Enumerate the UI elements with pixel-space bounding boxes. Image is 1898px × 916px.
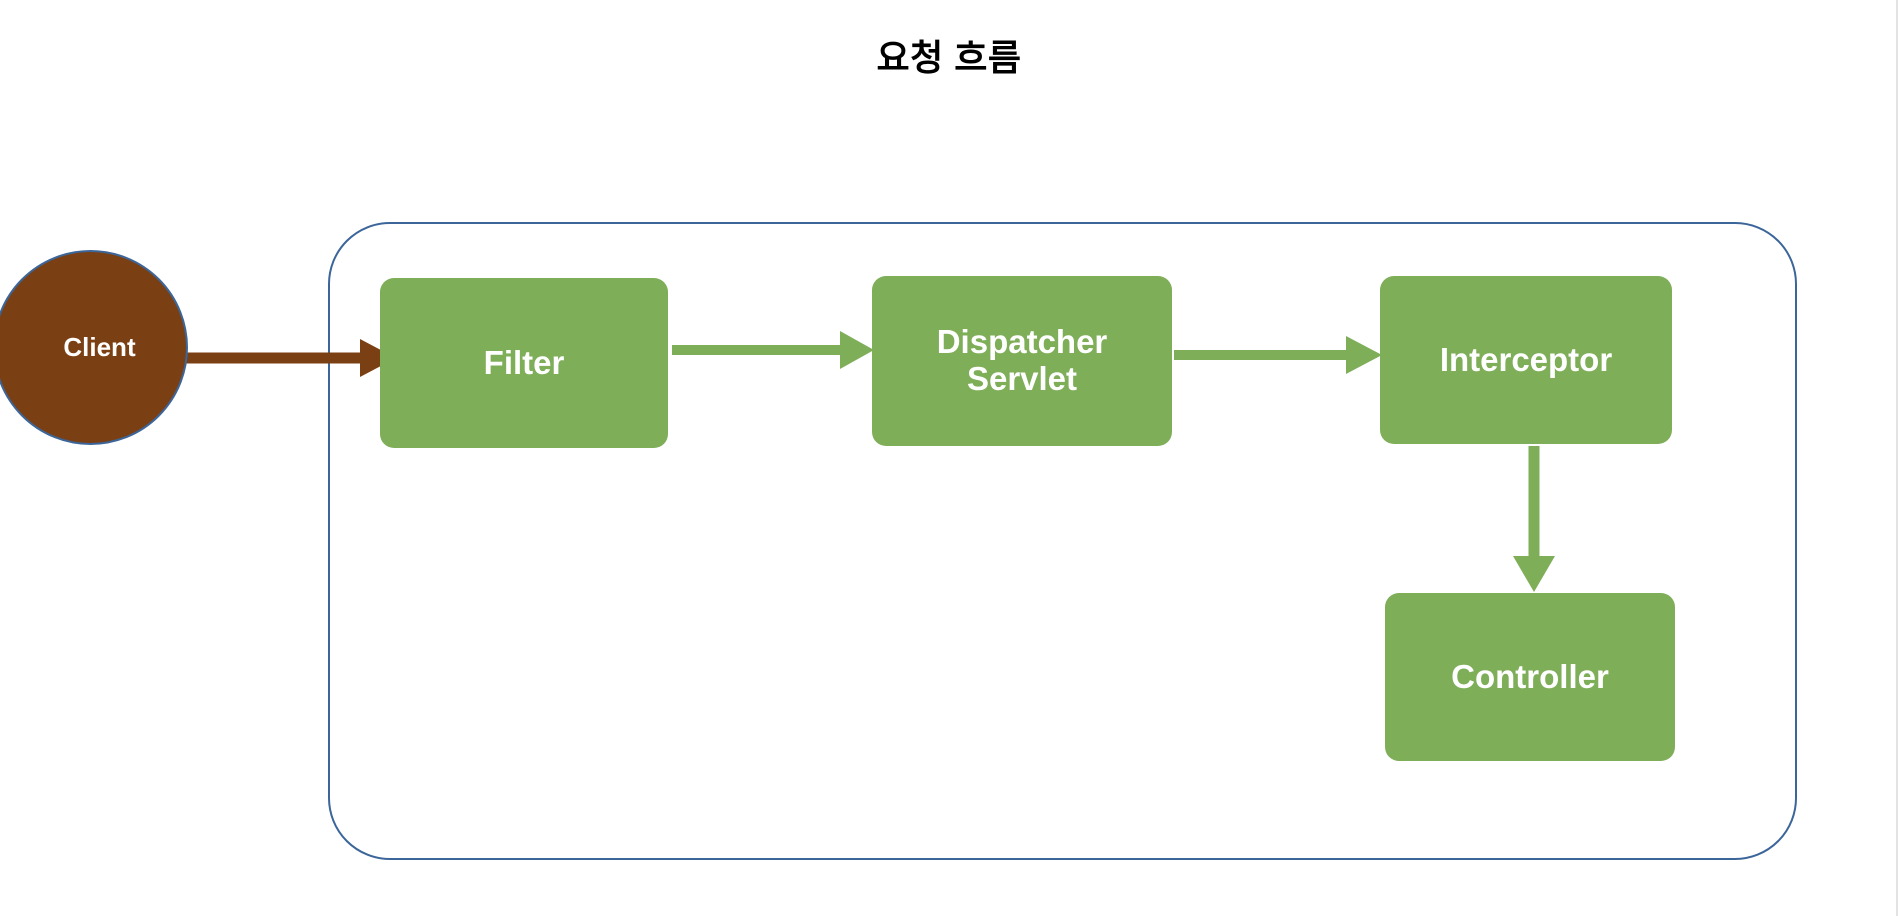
node-client[interactable]: Client (0, 250, 188, 445)
node-client-label: Client (63, 332, 136, 362)
node-dispatcher-servlet-label: Dispatcher Servlet (936, 323, 1108, 397)
node-controller-label: Controller (1451, 657, 1609, 695)
node-filter[interactable]: Filter (380, 278, 668, 448)
node-interceptor-label: Interceptor (1439, 340, 1613, 378)
node-interceptor[interactable]: Interceptor (1380, 276, 1672, 444)
page-title: 요청 흐름 (876, 37, 1022, 78)
node-filter-label: Filter (483, 343, 565, 381)
node-controller[interactable]: Controller (1385, 593, 1675, 761)
server-boundary-container (328, 222, 1797, 860)
node-dispatcher-servlet[interactable]: Dispatcher Servlet (872, 276, 1172, 446)
